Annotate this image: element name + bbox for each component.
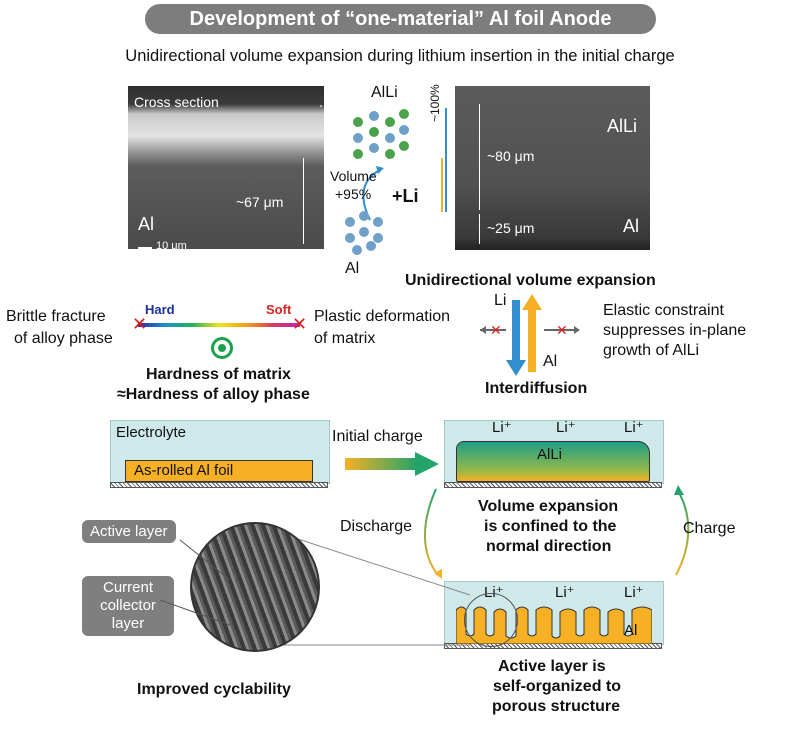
improved-cyclability-label: Improved cyclability <box>137 681 291 698</box>
discharge-label: Discharge <box>340 518 413 535</box>
interdiffusion-caption: Interdiffusion <box>485 380 588 397</box>
expansion-line3: normal direction <box>486 538 612 555</box>
crystal-alli-label: AlLi <box>371 84 398 101</box>
current-collector-line1: Current <box>102 579 154 596</box>
alli-layer <box>456 441 650 482</box>
hardness-gradient-bar <box>138 323 300 327</box>
volume-text: Volume <box>330 168 377 184</box>
thickness-arrow <box>303 158 304 244</box>
cross-section-micrograph: Cross section Al ~67 μm 10 μm <box>128 86 324 252</box>
hard-label: Hard <box>145 302 175 317</box>
thickness-label: ~67 μm <box>236 194 284 210</box>
plus-li-label: +Li <box>392 186 419 206</box>
porous-line1: Active layer is <box>498 658 606 675</box>
unidirectional-title: Unidirectional volume expansion <box>405 272 656 289</box>
callout-pointers <box>160 539 231 626</box>
soft-label: Soft <box>266 302 292 317</box>
interdiffusion-arrows: ✕ ✕ <box>480 294 580 376</box>
alli-micrograph: AlLi Al ~80 μm ~25 μm <box>455 86 650 250</box>
expansion-percent-label: ~100% <box>428 84 442 122</box>
alli-label: AlLi <box>607 116 638 136</box>
bottom-thickness-label: ~25 μm <box>487 220 535 236</box>
sem-inset-image <box>190 522 320 652</box>
brittle-fracture-text: Brittle fracture <box>6 308 106 325</box>
porous-line3: porous structure <box>492 698 621 715</box>
current-collector-line2: collector <box>100 597 156 614</box>
scale-bar-label: 10 μm <box>156 240 187 252</box>
alloy-phase-text: of alloy phase <box>14 330 113 347</box>
expansion-line1: Volume expansion <box>478 498 619 515</box>
top-thickness-label: ~80 μm <box>487 148 535 164</box>
plastic-deformation-text: Plastic deformation <box>314 308 451 325</box>
scale-bar-line <box>138 247 152 249</box>
porous-line2: self-organized to <box>493 678 622 695</box>
li-plus-1: Li⁺ <box>492 419 512 436</box>
double-circle-icon <box>211 337 233 359</box>
left-x-icon: ✕ <box>132 314 148 334</box>
al-label: Al <box>623 216 640 236</box>
constraint-line1: Elastic constraint <box>603 302 724 319</box>
expansion-line2: is confined to the <box>484 518 617 535</box>
foil-base-left <box>110 482 328 488</box>
li-plus-3: Li⁺ <box>624 419 644 436</box>
current-collector-callout: Current collector layer <box>82 576 174 636</box>
page-subtitle: Unidirectional volume expansion during l… <box>125 47 675 65</box>
constraint-line3: growth of AlLi <box>603 342 700 359</box>
bottom-thickness-arrow <box>479 214 480 244</box>
hardness-result-line2: ≈Hardness of alloy phase <box>117 386 310 403</box>
alli-layer-label: AlLi <box>537 446 563 463</box>
right-x-icon: ✕ <box>292 314 308 334</box>
matrix-text: of matrix <box>314 330 376 347</box>
initial-charge-arrow <box>345 452 439 476</box>
top-thickness-arrow <box>479 104 480 210</box>
li-plus-2: Li⁺ <box>556 419 576 436</box>
crystal-al-label: Al <box>345 260 360 277</box>
al-label: Al <box>138 214 155 234</box>
alli-lattice <box>353 109 409 159</box>
expansion-orange-bar <box>441 158 443 212</box>
electrolyte-label: Electrolyte <box>116 424 187 441</box>
expansion-blue-bar <box>445 108 447 212</box>
charge-label: Charge <box>683 520 736 537</box>
cross-section-label: Cross section <box>134 94 219 110</box>
page-title: Development of “one-material” Al foil An… <box>145 4 656 34</box>
li-plus-6: Li⁺ <box>624 584 644 601</box>
svg-text:✕: ✕ <box>490 322 502 338</box>
constraint-line2: suppresses in-plane <box>603 322 747 339</box>
li-arrow-label: Li <box>494 292 507 309</box>
svg-text:✕: ✕ <box>556 322 568 338</box>
crystal-structure-diagram <box>345 109 409 255</box>
porous-al-label: Al <box>624 622 638 639</box>
li-plus-5: Li⁺ <box>555 584 575 601</box>
foil-base-right-top <box>444 482 662 488</box>
cycle-arrows <box>424 485 690 579</box>
al-lattice <box>345 211 383 255</box>
left-dashed-guides <box>320 105 332 107</box>
hardness-result-line1: Hardness of matrix <box>146 366 291 383</box>
volume-percent: +95% <box>335 186 372 202</box>
magnifier-circle <box>464 593 518 647</box>
as-rolled-foil <box>125 460 313 482</box>
as-rolled-foil-label: As-rolled Al foil <box>134 462 234 479</box>
initial-charge-label: Initial charge <box>332 428 423 445</box>
al-arrow-label: Al <box>543 353 558 370</box>
active-layer-callout: Active layer <box>82 520 176 543</box>
current-collector-line3: layer <box>111 615 145 632</box>
